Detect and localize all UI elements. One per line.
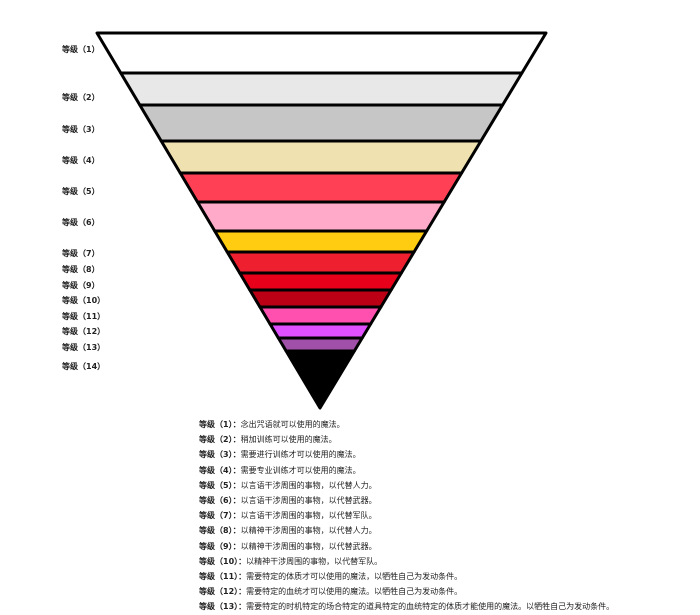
level-description-separator: ：: [232, 435, 241, 445]
level-description-label: 等级（5）: [199, 480, 233, 490]
level-description-2: 等级（2）：稍加训练可以使用的魔法。: [199, 432, 614, 447]
level-description-separator: ：: [232, 541, 241, 551]
level-description-separator: ：: [238, 602, 247, 612]
level-description-separator: ：: [238, 572, 247, 582]
level-description-text: 以言语干涉周围的事物，以代替人力。: [240, 480, 377, 490]
level-description-label: 等级（9）: [199, 541, 233, 551]
level-descriptions: 等级（1）：念出咒语就可以使用的魔法。等级（2）：稍加训练可以使用的魔法。等级（…: [199, 417, 614, 615]
level-description-label: 等级（12）: [199, 587, 239, 597]
level-band-9: [238, 271, 403, 292]
level-band-3: [138, 103, 505, 143]
level-description-separator: ：: [238, 587, 247, 597]
level-description-text: 需要特定的体质才可以使用的魔法，以牺牲自己为发动条件。: [246, 572, 463, 582]
level-description-text: 以言语干涉周围的事物，以代替军队。: [240, 511, 377, 521]
level-label-3: 等级（3）: [62, 125, 100, 134]
level-description-10: 等级（10）：以精神干涉周围的事物，以代替军队。: [199, 554, 614, 569]
level-description-separator: ：: [232, 511, 241, 521]
level-description-6: 等级（6）：以言语干涉周围的事物，以代替武器。: [199, 493, 614, 508]
level-label-10: 等级（10）: [62, 296, 106, 305]
level-band-6: [195, 200, 446, 233]
level-band-10: [248, 288, 393, 309]
level-description-separator: ：: [238, 556, 247, 566]
level-description-text: 以精神干涉周围的事物，以代替军队。: [246, 556, 383, 566]
level-description-4: 等级（4）：需要专业训练才可以使用的魔法。: [199, 463, 614, 478]
level-band-13: [276, 336, 364, 353]
level-label-13: 等级（13）: [62, 343, 106, 352]
level-band-5: [178, 171, 464, 204]
level-description-8: 等级（8）：以精神干涉周围的事物，以代替人力。: [199, 523, 614, 538]
level-description-5: 等级（5）：以言语干涉周围的事物，以代替人力。: [199, 478, 614, 493]
level-description-text: 以言语干涉周围的事物，以代替武器。: [240, 496, 377, 506]
level-description-text: 念出咒语就可以使用的魔法。: [240, 420, 345, 429]
level-label-7: 等级（7）: [62, 249, 100, 258]
level-label-8: 等级（8）: [62, 265, 100, 274]
level-description-12: 等级（12）：需要特定的血统才可以使用的魔法。以牺牲自己为发动条件。: [199, 584, 614, 599]
level-description-separator: ：: [232, 420, 241, 429]
level-description-text: 稍加训练可以使用的魔法。: [240, 435, 337, 445]
level-description-text: 需要特定的时机特定的场合特定的道具特定的血统特定的体质才能使用的魔法。以牺牲自己…: [246, 602, 615, 612]
level-band-8: [225, 250, 416, 275]
level-band-7: [213, 229, 429, 254]
level-description-11: 等级（11）：需要特定的体质才可以使用的魔法，以牺牲自己为发动条件。: [199, 569, 614, 584]
level-description-label: 等级（1）: [199, 420, 233, 429]
level-band-4: [159, 139, 483, 175]
level-description-label: 等级（8）: [199, 526, 233, 536]
level-description-separator: ：: [232, 480, 241, 490]
level-description-label: 等级（3）: [199, 450, 233, 460]
level-description-text: 以精神干涉周围的事物，以代替人力。: [240, 526, 377, 536]
level-description-7: 等级（7）：以言语干涉周围的事物，以代替军队。: [199, 508, 614, 523]
level-description-label: 等级（11）: [199, 572, 239, 582]
level-description-text: 以精神干涉周围的事物，以代替武器。: [240, 541, 377, 551]
level-description-9: 等级（9）：以精神干涉周围的事物，以代替武器。: [199, 539, 614, 554]
level-label-6: 等级（6）: [62, 218, 100, 227]
level-label-9: 等级（9）: [62, 281, 100, 290]
level-description-label: 等级（13）: [199, 602, 239, 612]
level-band-1: [95, 31, 548, 75]
level-description-3: 等级（3）：需要进行训练才可以使用的魔法。: [199, 447, 614, 462]
level-label-2: 等级（2）: [62, 93, 100, 102]
level-description-label: 等级（10）: [199, 556, 239, 566]
level-label-12: 等级（12）: [62, 327, 106, 336]
level-label-14: 等级（14）: [62, 362, 106, 371]
level-description-13: 等级（13）：需要特定的时机特定的场合特定的道具特定的血统特定的体质才能使用的魔…: [199, 599, 614, 614]
level-description-label: 等级（2）: [199, 435, 233, 445]
level-band-14: [284, 349, 356, 410]
level-band-2: [119, 71, 524, 107]
level-band-12: [268, 322, 373, 340]
level-label-4: 等级（4）: [62, 156, 100, 165]
level-label-1: 等级（1）: [62, 45, 100, 54]
level-band-11: [258, 305, 383, 326]
level-description-text: 需要进行训练才可以使用的魔法。: [240, 450, 361, 460]
level-description-separator: ：: [232, 496, 241, 506]
level-description-separator: ：: [232, 526, 241, 536]
level-description-label: 等级（7）: [199, 511, 233, 521]
level-description-text: 需要专业训练才可以使用的魔法。: [240, 465, 361, 475]
level-description-separator: ：: [232, 450, 241, 460]
level-label-11: 等级（11）: [62, 312, 106, 321]
level-description-text: 需要特定的血统才可以使用的魔法。以牺牲自己为发动条件。: [246, 587, 463, 597]
level-description-label: 等级（6）: [199, 496, 233, 506]
level-description-label: 等级（4）: [199, 465, 233, 475]
level-description-1: 等级（1）：念出咒语就可以使用的魔法。: [199, 417, 614, 432]
level-label-5: 等级（5）: [62, 187, 100, 196]
level-description-separator: ：: [232, 465, 241, 475]
